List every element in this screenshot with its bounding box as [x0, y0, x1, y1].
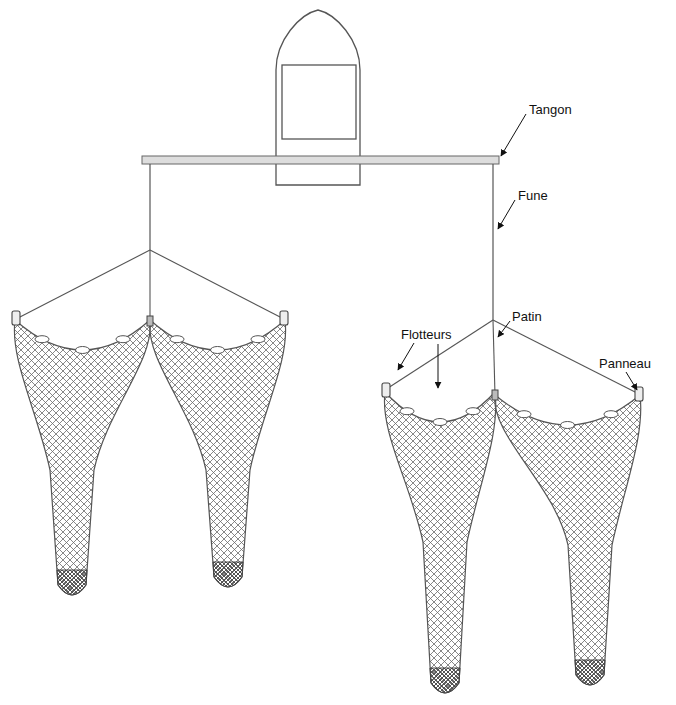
float: [116, 336, 130, 343]
float: [170, 336, 184, 343]
bridle: [18, 250, 150, 318]
warp: [149, 164, 150, 250]
otter-board: [280, 311, 288, 325]
float: [211, 347, 225, 354]
codend: [57, 570, 87, 595]
otter-board: [382, 383, 390, 397]
leader-line: [498, 200, 515, 229]
bridle: [149, 250, 150, 320]
leader-line: [438, 344, 439, 388]
trawl-net: [14, 320, 150, 595]
bridle: [493, 320, 495, 395]
codend: [213, 562, 243, 587]
leader-line: [398, 343, 414, 370]
trawl-net: [495, 395, 641, 685]
leader-line: [626, 372, 637, 390]
callout-label: Panneau: [598, 356, 652, 371]
callout-label: Patin: [511, 309, 543, 324]
outrigger-boom: [142, 156, 499, 164]
leader-lines: [398, 114, 637, 390]
wheelhouse: [282, 65, 356, 139]
float: [35, 336, 49, 343]
nets: [12, 250, 643, 693]
float: [604, 411, 618, 418]
bridle: [388, 320, 493, 388]
skid: [147, 316, 153, 326]
float: [517, 411, 531, 418]
callout-label: Fune: [517, 188, 549, 203]
skid: [492, 390, 498, 400]
warp: [492, 164, 493, 320]
otter-board: [12, 311, 20, 325]
callout-label: Flotteurs: [400, 327, 453, 342]
float: [433, 419, 447, 426]
trawl-net: [384, 392, 495, 693]
bridle: [150, 250, 282, 318]
float: [400, 408, 414, 415]
float: [466, 408, 480, 415]
leader-line: [498, 321, 510, 337]
callout-label: Tangon: [528, 102, 573, 117]
float: [251, 336, 265, 343]
codend: [575, 660, 605, 685]
leader-line: [501, 114, 526, 156]
float: [76, 347, 90, 354]
float: [561, 422, 575, 429]
codend: [430, 668, 460, 693]
trawl-net: [150, 320, 286, 587]
